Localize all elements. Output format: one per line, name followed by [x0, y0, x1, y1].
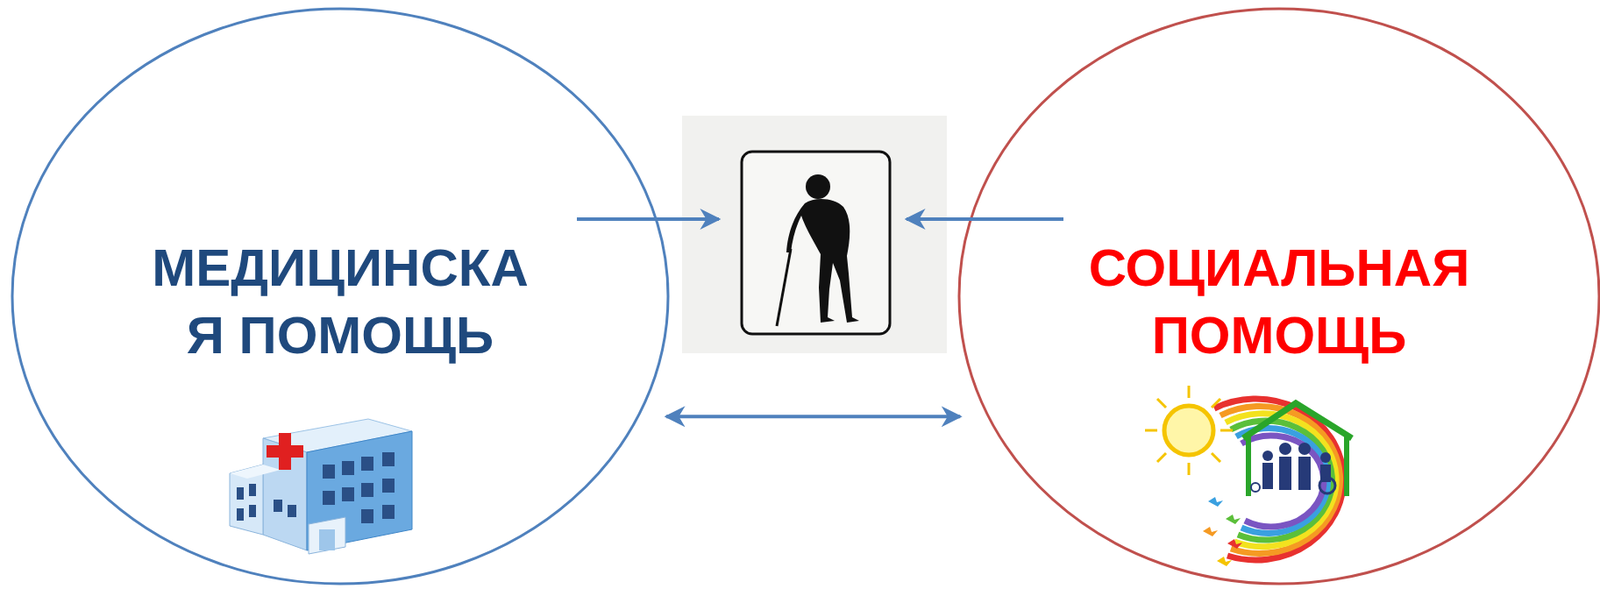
elderly-person-picture	[682, 115, 947, 354]
pointer-arrow	[906, 217, 1064, 221]
text-wrap: СОЦИАЛЬНАЯ ПОМОЩЬ	[957, 234, 1600, 370]
hospital-icon	[229, 419, 413, 555]
ellipse-border	[12, 8, 669, 584]
ellipse-border	[959, 8, 1600, 584]
circle-node: СОЦИАЛЬНАЯ ПОМОЩЬ	[957, 7, 1600, 586]
pointer-arrow	[576, 217, 719, 221]
person-head	[805, 174, 831, 200]
person-body	[786, 199, 860, 323]
node-label: МЕДИЦИНСКА Я ПОМОЩЬ	[129, 234, 551, 370]
text-wrap: МЕДИЦИНСКА Я ПОМОЩЬ	[10, 234, 670, 370]
social-help-logo	[1144, 385, 1352, 567]
picture-frame	[741, 151, 890, 335]
picture-background	[682, 115, 947, 354]
cane	[776, 248, 791, 327]
connector-arrow	[666, 414, 960, 419]
node-label: СОЦИАЛЬНАЯ ПОМОЩЬ	[1068, 234, 1490, 370]
